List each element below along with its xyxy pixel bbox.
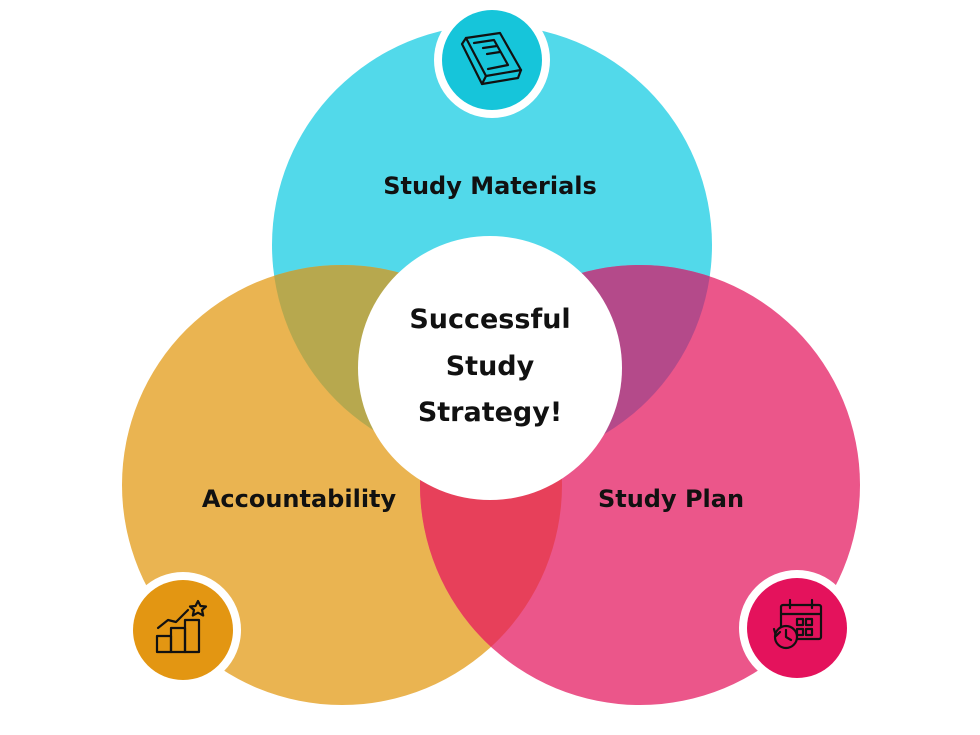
- label-study-plan: Study Plan: [598, 485, 744, 513]
- book-icon: [460, 31, 523, 86]
- calendar-clock-icon: [772, 598, 823, 650]
- center-line-3: Strategy!: [418, 397, 562, 428]
- label-accountability: Accountability: [202, 485, 397, 513]
- label-study-materials: Study Materials: [383, 172, 597, 200]
- growth-chart-icon: [155, 599, 208, 654]
- center-line-1: Successful: [409, 304, 570, 335]
- growth-chart-badge: [125, 572, 241, 688]
- center-line-2: Study: [446, 351, 535, 382]
- book-badge: [434, 2, 550, 118]
- center-circle: [358, 236, 622, 500]
- calendar-clock-badge: [739, 570, 855, 686]
